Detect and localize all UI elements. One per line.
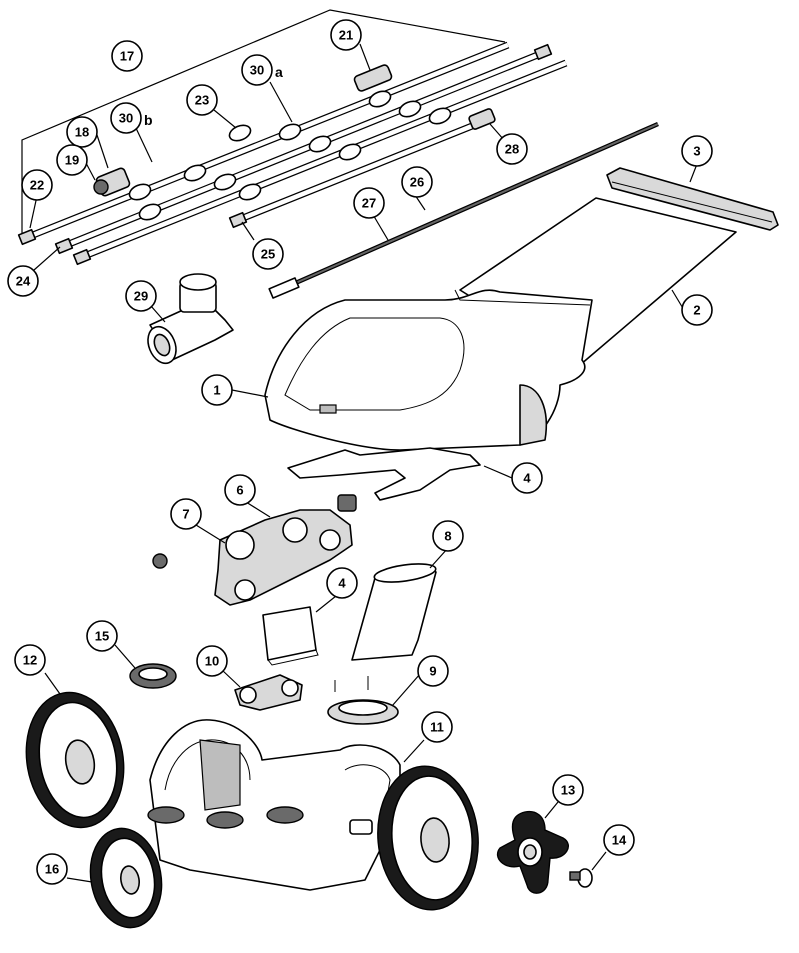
svg-text:22: 22 [30, 178, 44, 193]
callout-16: 16 [36, 853, 68, 885]
gearbox-6-7 [152, 494, 357, 606]
callout-1: 1 [201, 374, 233, 406]
wheel-right [377, 765, 479, 911]
pressure-regulator-29 [147, 273, 234, 365]
callout-24: 24 [7, 265, 39, 297]
svg-text:a: a [275, 64, 283, 80]
leader-lines [29, 43, 698, 883]
svg-text:4: 4 [523, 471, 531, 486]
svg-text:1: 1 [213, 383, 220, 398]
callout-19: 19 [56, 144, 88, 176]
svg-text:11: 11 [430, 720, 444, 735]
callout-22: 22 [21, 169, 53, 201]
callout-14: 14 [603, 824, 635, 856]
callout-25: 25 [252, 238, 284, 270]
plate-4-lower [262, 606, 319, 666]
callout-4-lower: 4 [326, 567, 358, 599]
top-housing-1 [264, 289, 593, 451]
hose-tubes [17, 41, 568, 266]
callout-10: 10 [196, 645, 228, 677]
callout-6: 6 [224, 474, 256, 506]
callout-17: 17 [111, 40, 143, 72]
svg-text:12: 12 [23, 653, 37, 668]
svg-text:29: 29 [134, 289, 148, 304]
oring-14 [569, 868, 593, 888]
svg-text:21: 21 [339, 28, 353, 43]
svg-text:6: 6 [236, 483, 243, 498]
leader-hose-26-27 [268, 121, 659, 299]
callout-3: 3 [681, 135, 713, 167]
svg-text:10: 10 [205, 654, 219, 669]
callout-11: 11 [421, 711, 453, 743]
svg-text:27: 27 [362, 196, 376, 211]
callout-13: 13 [552, 774, 584, 806]
callout-21: 21 [330, 19, 362, 51]
svg-text:18: 18 [75, 125, 89, 140]
svg-text:3: 3 [693, 144, 700, 159]
svg-text:24: 24 [16, 274, 31, 289]
svg-text:19: 19 [65, 153, 79, 168]
chassis-11 [147, 719, 401, 891]
callout-9: 9 [417, 655, 449, 687]
bag-collar-3 [606, 167, 779, 231]
callout-4: 4 [511, 462, 543, 494]
svg-text:14: 14 [612, 833, 627, 848]
callout-30b: 30 b [110, 102, 153, 134]
wheel-12 [25, 691, 125, 829]
callout-26: 26 [401, 166, 433, 198]
callout-29: 29 [125, 280, 157, 312]
svg-text:2: 2 [693, 303, 700, 318]
svg-text:b: b [144, 112, 153, 128]
svg-text:13: 13 [561, 783, 575, 798]
svg-text:9: 9 [429, 664, 436, 679]
callout-23: 23 [186, 84, 218, 116]
svg-text:23: 23 [195, 93, 209, 108]
callout-30a: 30 a [241, 54, 283, 86]
callout-7: 7 [170, 498, 202, 530]
coupling-10 [234, 674, 303, 711]
svg-text:15: 15 [95, 629, 109, 644]
callout-8: 8 [432, 520, 464, 552]
svg-text:30: 30 [250, 63, 264, 78]
svg-text:16: 16 [45, 862, 59, 877]
svg-text:7: 7 [182, 507, 189, 522]
svg-text:4: 4 [338, 576, 346, 591]
wheel-16 [89, 827, 163, 929]
gear-15 [129, 663, 177, 689]
gasket-plate-4 [287, 447, 481, 501]
svg-text:28: 28 [505, 142, 519, 157]
hubcap-13 [496, 810, 569, 894]
svg-text:26: 26 [410, 175, 424, 190]
svg-text:30: 30 [119, 111, 133, 126]
throat-9 [327, 676, 399, 725]
intake-tube-8 [351, 563, 437, 661]
callout-15: 15 [86, 620, 118, 652]
svg-text:8: 8 [444, 529, 451, 544]
callout-2: 2 [681, 294, 713, 326]
callout-28: 28 [496, 133, 528, 165]
callout-27: 27 [353, 187, 385, 219]
callout-12: 12 [14, 644, 46, 676]
svg-text:25: 25 [261, 247, 275, 262]
svg-text:17: 17 [120, 49, 134, 64]
callout-18: 18 [66, 116, 98, 148]
